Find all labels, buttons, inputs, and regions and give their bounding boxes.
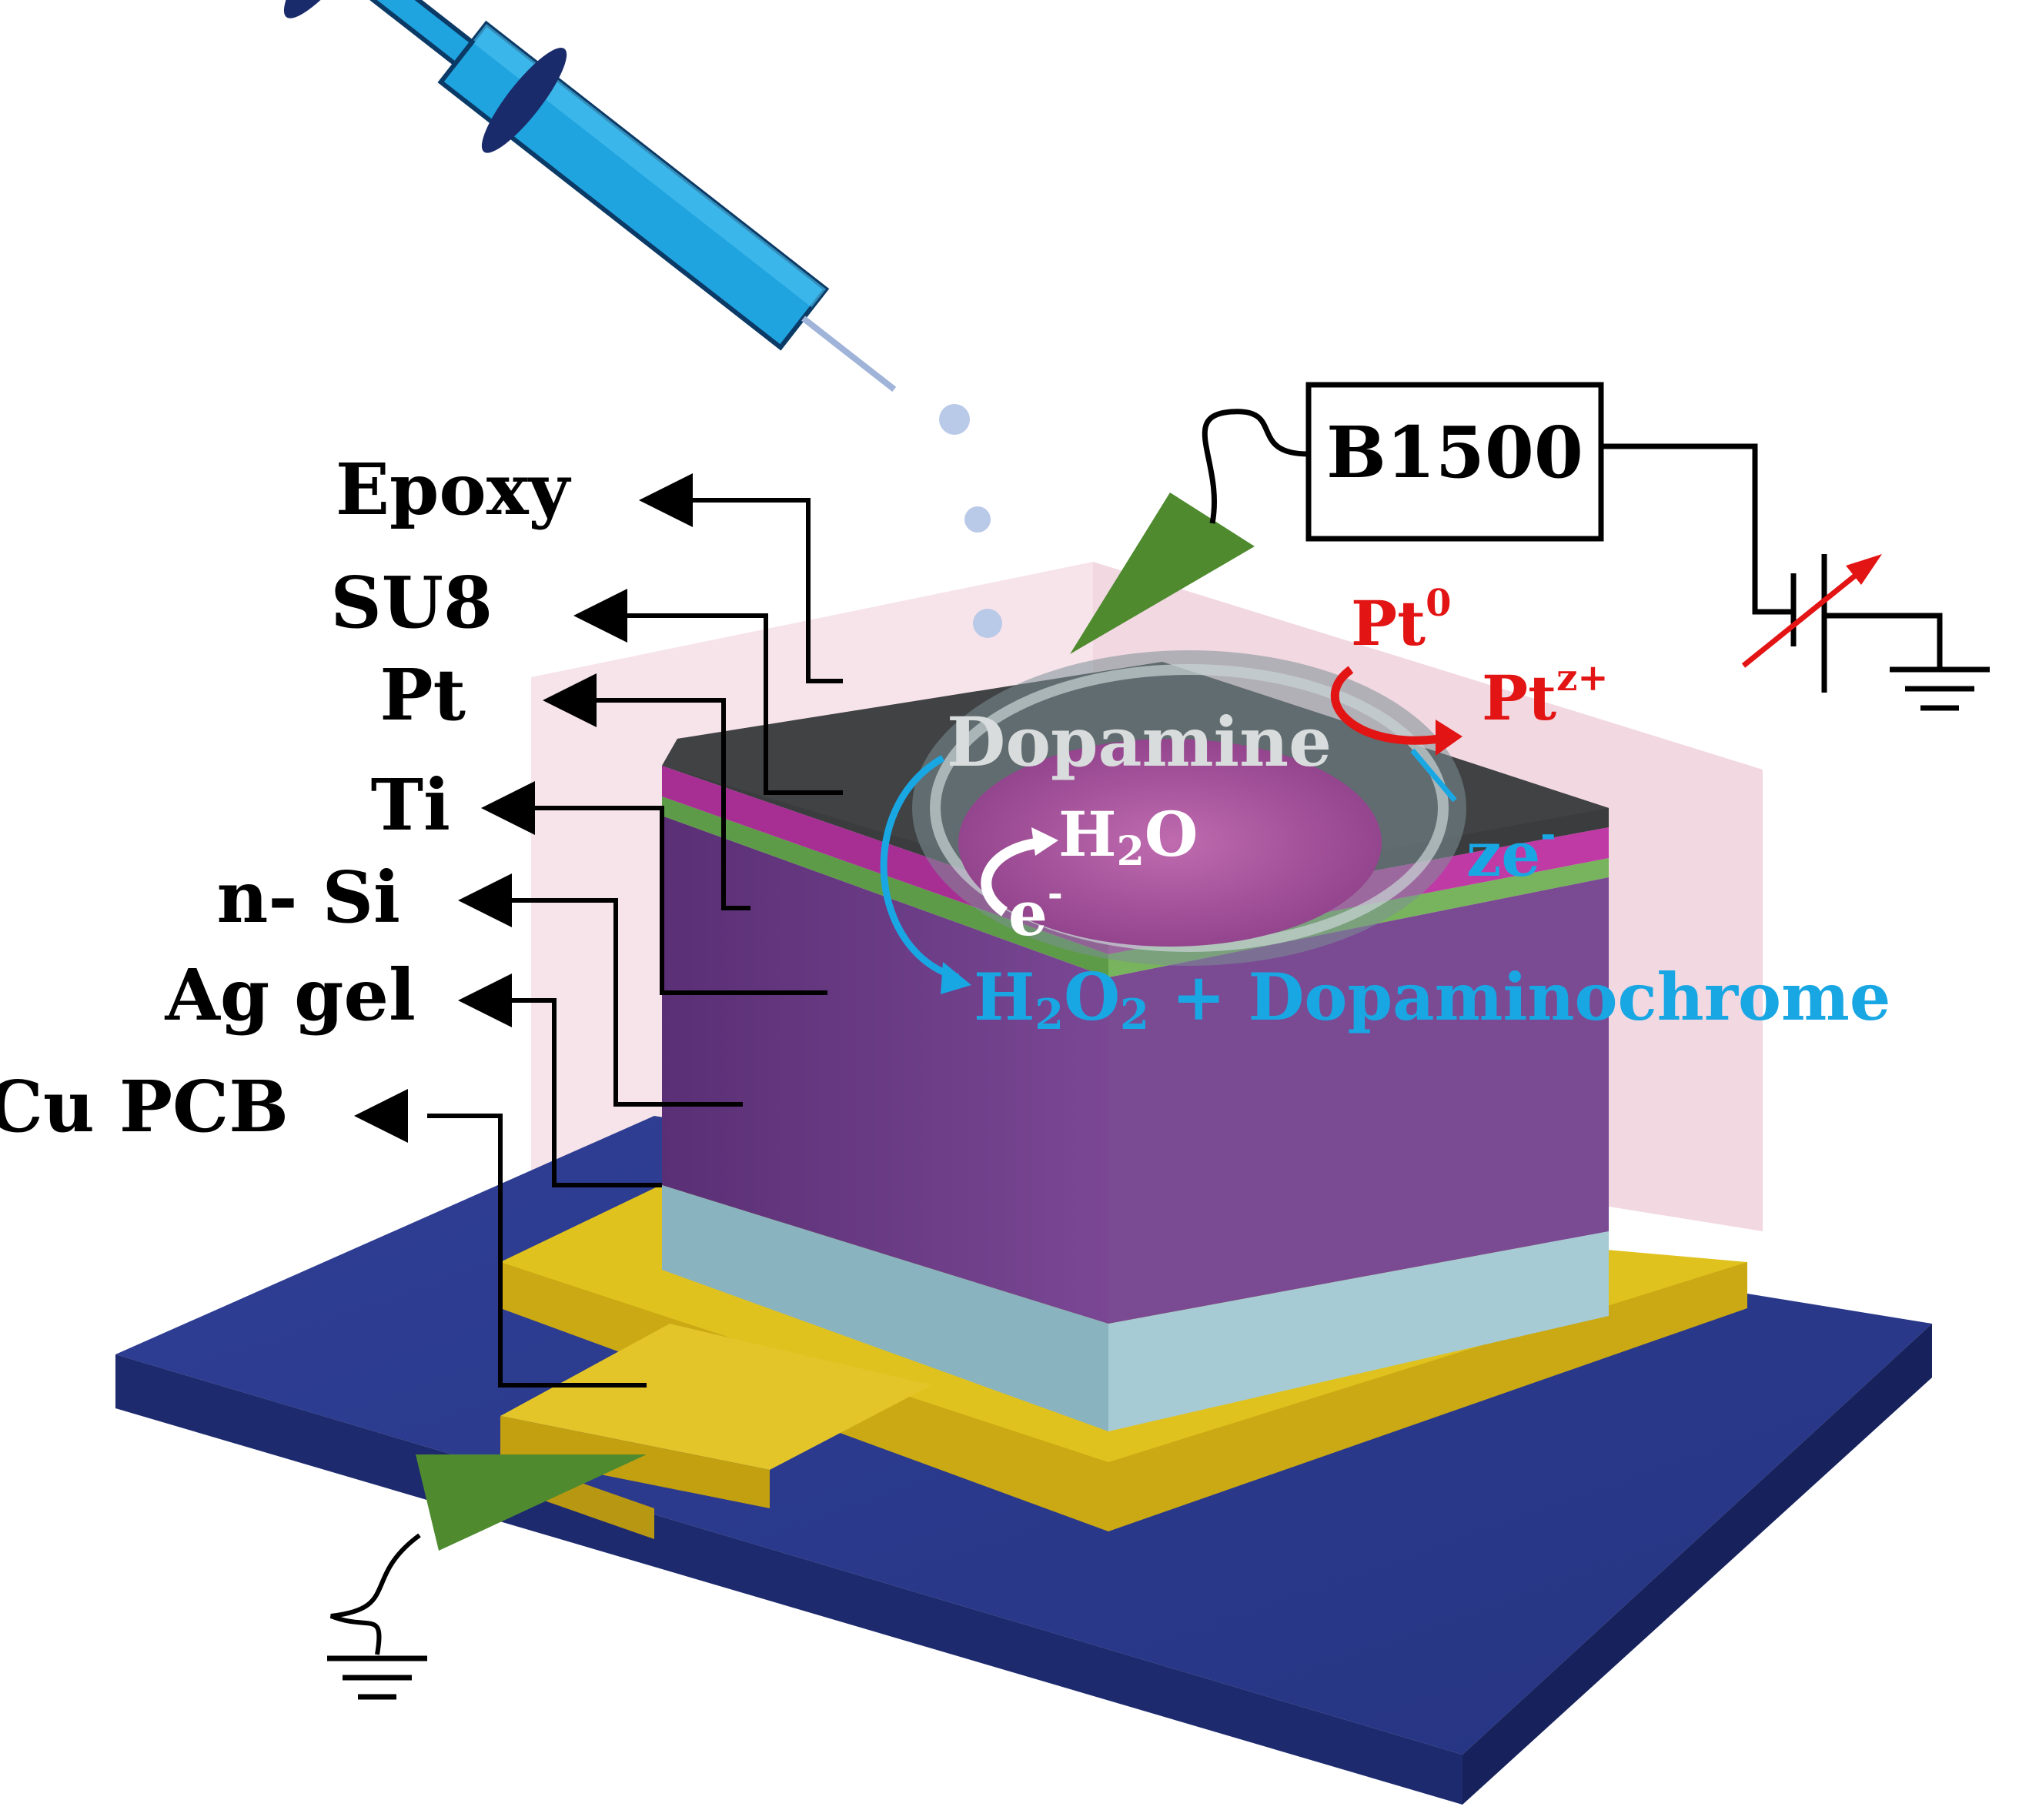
label-water: H2O <box>1058 798 1198 875</box>
arrow-left-icon <box>354 473 693 1143</box>
label-ag-gel: Ag gel <box>164 953 416 1037</box>
leader-nsi <box>500 898 743 1107</box>
variable-voltage-source-icon <box>1741 554 1882 668</box>
leader-ag-gel <box>500 998 662 1187</box>
leader-su8 <box>616 613 843 795</box>
leader-cu-pcb <box>427 1114 647 1388</box>
b1500-label: B1500 <box>1326 411 1583 494</box>
ground-probe <box>329 1454 647 1655</box>
label-epoxy: Epoxy <box>336 448 572 531</box>
label-su8: SU8 <box>330 561 493 644</box>
probe-tip-icon <box>1070 409 1309 654</box>
ground-icon <box>1890 666 1990 711</box>
leader-pt <box>585 698 750 910</box>
label-ti: Ti <box>371 763 450 847</box>
syringe-icon <box>283 0 1002 638</box>
reaction-labels: Dopamine H2O e- H2O2 + Dopaminochrome Pt… <box>947 582 1890 1039</box>
label-cu-pcb: Cu PCB <box>0 1065 289 1148</box>
leader-lines <box>427 498 843 1388</box>
ag-gel-layer <box>662 1185 1609 1431</box>
label-pt0: Pt0 <box>1351 582 1452 660</box>
n-si-block <box>662 816 1609 1324</box>
leader-epoxy <box>677 498 843 683</box>
cycle-arrow-icon <box>880 666 1462 994</box>
voltage-source-circuit <box>1601 443 1943 693</box>
b1500-instrument: B1500 <box>1305 382 1604 542</box>
layer-labels: Epoxy SU8 Pt Ti n- Si Ag gel Cu PCB <box>0 448 572 1148</box>
leader-ti <box>523 806 827 995</box>
label-product: H2O2 + Dopaminochrome <box>974 959 1890 1039</box>
label-dopamine: Dopamine <box>947 702 1332 782</box>
label-n-si: n- Si <box>217 856 401 939</box>
sample-well <box>912 650 1466 966</box>
label-ptz: Ptz+ <box>1482 656 1609 734</box>
label-electron: e- <box>1008 872 1063 950</box>
ground-icon <box>327 1655 427 1700</box>
label-ze: ze- <box>1466 813 1556 890</box>
label-pt: Pt <box>379 653 466 736</box>
